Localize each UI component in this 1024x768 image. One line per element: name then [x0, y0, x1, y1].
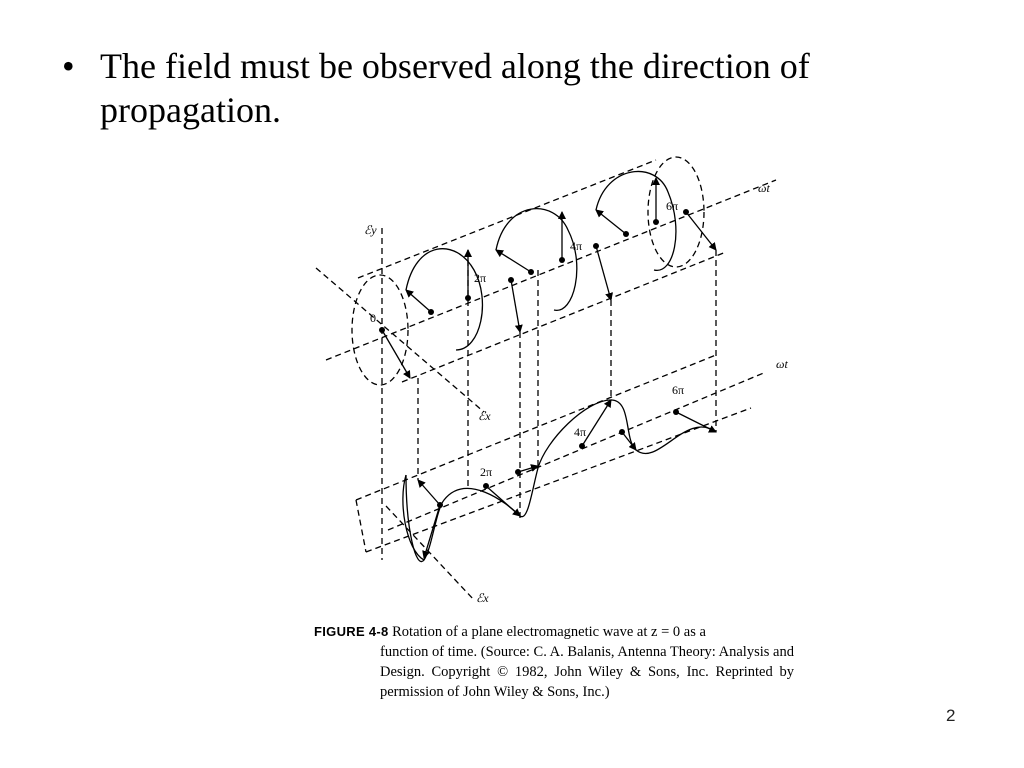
- wt-label-top: ωt: [758, 181, 770, 195]
- bullet-symbol: •: [62, 46, 75, 86]
- caption-rest: function of time. (Source: C. A. Balanis…: [380, 644, 794, 700]
- wave-figure: ℰy ωt ωt ℰx ℰx 0 2π 4π 6π 2π 4π 6π: [306, 150, 806, 612]
- wave-diagram: ℰy ωt ωt ℰx ℰx 0 2π 4π 6π 2π 4π 6π: [315, 156, 788, 605]
- wt-axis-bottom: [387, 371, 767, 531]
- six-pi-bottom-label: 6π: [672, 383, 684, 397]
- ey-label: ℰy: [364, 223, 377, 237]
- helix-turn-2: [495, 208, 578, 311]
- page-number: 2: [946, 706, 956, 725]
- lower-plane-top-edge: [355, 354, 717, 501]
- ex-label-bottom: ℰx: [476, 591, 489, 605]
- wt-label-bottom: ωt: [776, 357, 788, 371]
- four-pi-bottom-label: 4π: [574, 425, 586, 439]
- ex-axis-bottom: [385, 505, 475, 601]
- wt-axis-top: [325, 179, 777, 361]
- helix-turn-3: [595, 170, 677, 271]
- helix-turn-1: [405, 248, 484, 351]
- two-pi-bottom-label: 2π: [480, 465, 492, 479]
- two-pi-top-label: 2π: [474, 271, 486, 285]
- ex-axis-top: [315, 267, 485, 413]
- caption-line-1: FIGURE 4-8 Rotation of a plane electroma…: [314, 622, 794, 642]
- six-pi-top-label: 6π: [666, 199, 678, 213]
- ex-label-top: ℰx: [478, 409, 491, 423]
- cross-section-0: [351, 274, 409, 386]
- cross-section-end: [647, 156, 705, 268]
- four-pi-top-label: 4π: [570, 239, 582, 253]
- envelope-top: [357, 159, 657, 279]
- bullet-text: The field must be observed along the dir…: [100, 46, 810, 130]
- caption-line-1-text: Rotation of a plane electromagnetic wave…: [392, 624, 706, 640]
- figure-caption: FIGURE 4-8 Rotation of a plane electroma…: [314, 622, 794, 702]
- zero-label: 0: [370, 311, 376, 325]
- bullet-item: • The field must be observed along the d…: [62, 44, 962, 132]
- envelope-bottom: [401, 251, 727, 383]
- caption-figure-number: FIGURE 4-8: [314, 624, 389, 639]
- projected-wave: [405, 399, 717, 563]
- lower-plane-bottom-edge: [365, 407, 752, 553]
